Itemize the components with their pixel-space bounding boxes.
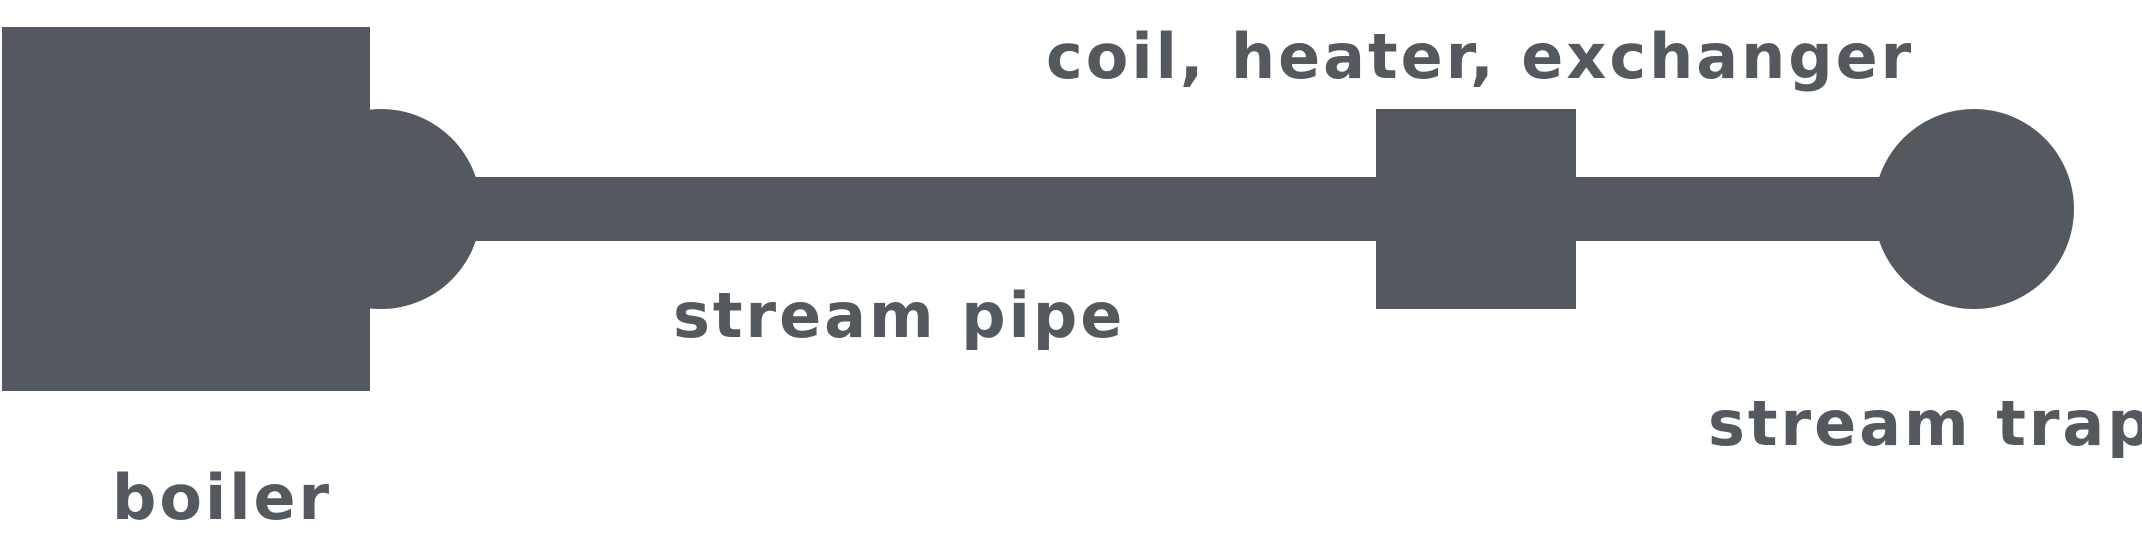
boiler-outlet — [281, 109, 481, 309]
stream-pipe-shape — [370, 177, 1910, 241]
stream-trap-shape — [1874, 109, 2074, 309]
stream-pipe-label: stream pipe — [673, 279, 1125, 352]
boiler-shape — [2, 27, 481, 391]
boiler-label: boiler — [112, 461, 332, 534]
coil-heater-exchanger-shape — [1376, 109, 1576, 309]
stream-trap-label: stream trap — [1708, 387, 2142, 460]
coil-heater-exchanger-label: coil, heater, exchanger — [1046, 20, 1914, 93]
